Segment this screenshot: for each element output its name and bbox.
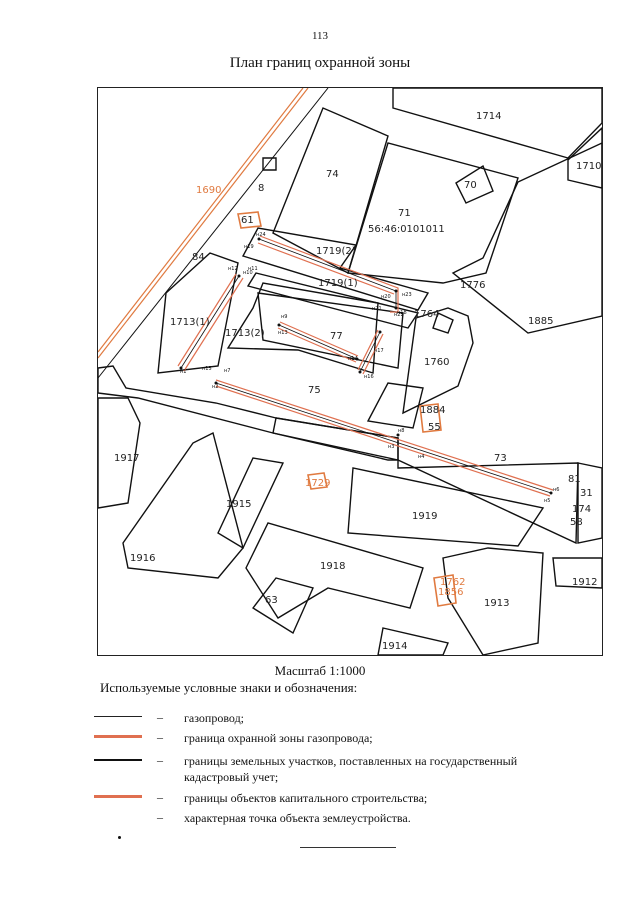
legend-dash: – — [157, 710, 163, 724]
label-1714: 1714 — [476, 111, 501, 122]
map-svg: 1714 1710 74 70 71 56:46:0101011 8 61 84… — [98, 88, 602, 655]
point-label: н20 — [381, 294, 391, 300]
point-label: н4 — [418, 454, 424, 460]
point-label: н10 — [243, 270, 253, 276]
label-1776: 1776 — [460, 280, 485, 291]
label-70: 70 — [464, 180, 477, 191]
label-1915: 1915 — [226, 499, 251, 510]
point-label: н18 — [397, 310, 407, 316]
map-scale: Масштаб 1:1000 — [274, 663, 366, 678]
label-73: 73 — [494, 453, 507, 464]
legend-text: газопровод; — [184, 711, 245, 725]
point-label: н11 — [248, 266, 258, 272]
parcel-boundaries — [98, 88, 602, 655]
point-label: н7 — [224, 368, 230, 374]
label-61: 61 — [241, 215, 254, 226]
bottom-rule — [300, 847, 396, 848]
label-1856: 1856 — [438, 587, 463, 598]
characteristic-point-symbol — [118, 836, 121, 839]
legend-text: границы земельных участков, поставленных… — [184, 754, 518, 784]
label-1918: 1918 — [320, 561, 345, 572]
point-label: н12 — [228, 266, 238, 272]
protection-zone-symbol — [94, 735, 142, 738]
point-label: н14 — [348, 356, 358, 362]
legend-dash: – — [157, 790, 163, 804]
point-label: н3 — [388, 444, 394, 450]
label-1719-1: 1719(1) — [318, 278, 358, 289]
point-label: н1 — [180, 369, 186, 375]
legend-text: характерная точка объекта землеустройств… — [184, 811, 411, 825]
label-31: 31 — [580, 488, 593, 499]
legend-text: границы объектов капитального строительс… — [184, 791, 428, 805]
label-58: 58 — [570, 517, 583, 528]
label-1719-2: 1719(2) — [316, 246, 356, 257]
label-1917: 1917 — [114, 453, 139, 464]
label-63: 63 — [265, 595, 278, 606]
label-1764: 1764 — [414, 309, 439, 320]
document-title: План границ охранной зоны — [229, 55, 411, 71]
legend-text: граница охранной зоны газопровода; — [184, 731, 373, 745]
label-1690: 1690 — [196, 185, 221, 196]
land-parcel-symbol — [94, 759, 142, 761]
label-55: 55 — [428, 422, 441, 433]
railway-edge — [98, 88, 329, 379]
label-1762: 1762 — [440, 577, 465, 588]
point-label: н8 — [398, 428, 404, 434]
building-symbol — [94, 795, 142, 798]
label-1710: 1710 — [576, 161, 601, 172]
gas-pipeline-symbol — [94, 716, 142, 717]
label-1913: 1913 — [484, 598, 509, 609]
label-1885: 1885 — [528, 316, 553, 327]
point-label: н23 — [402, 292, 412, 298]
characteristic-points — [179, 237, 553, 495]
building-labels: 1690 1729 1762 1856 — [196, 185, 465, 598]
label-1912: 1912 — [572, 577, 597, 588]
label-81: 81 — [568, 474, 581, 485]
label-1760: 1760 — [424, 357, 449, 368]
label-1729: 1729 — [305, 478, 330, 489]
label-77: 77 — [330, 331, 343, 342]
point-label: н19 — [244, 244, 254, 250]
legend-dash: – — [157, 810, 163, 824]
parcel-labels: 1714 1710 74 70 71 56:46:0101011 8 61 84… — [114, 111, 601, 652]
point-label: н21 — [372, 306, 382, 312]
point-label: н9 — [281, 314, 287, 320]
point-label: н17 — [374, 348, 384, 354]
point-label: н13 — [278, 330, 288, 336]
label-1713-2: 1713(2) — [225, 328, 265, 339]
label-84: 84 — [192, 252, 205, 263]
legend-dash: – — [157, 753, 163, 767]
label-71: 71 — [398, 208, 411, 219]
label-1919: 1919 — [412, 511, 437, 522]
label-1916: 1916 — [130, 553, 155, 564]
cadastral-map[interactable]: 1714 1710 74 70 71 56:46:0101011 8 61 84… — [97, 87, 603, 656]
label-1914: 1914 — [382, 641, 407, 652]
label-cadastral-block: 56:46:0101011 — [368, 224, 445, 235]
point-label: н15 — [202, 366, 212, 372]
label-1884: 1884 — [420, 405, 445, 416]
label-1713-1: 1713(1) — [170, 317, 210, 328]
orange-railway — [98, 88, 309, 359]
legend-dash: – — [157, 730, 163, 744]
page-number: 113 — [311, 30, 329, 42]
point-label: н24 — [256, 232, 266, 238]
protection-zone — [177, 235, 554, 497]
label-8: 8 — [258, 183, 264, 194]
point-label: н6 — [553, 487, 559, 493]
label-174: 174 — [572, 504, 591, 515]
legend-heading: Используемые условные знаки и обозначени… — [100, 680, 358, 695]
label-74: 74 — [326, 169, 339, 180]
point-label: н22 — [394, 312, 404, 318]
label-75: 75 — [308, 385, 321, 396]
point-label: н5 — [544, 498, 550, 504]
point-labels: н1 н2 н3 н4 н5 н6 н7 н8 н9 н10 н11 н12 н… — [180, 232, 559, 504]
building-outlines — [237, 211, 457, 607]
point-label: н16 — [364, 374, 374, 380]
point-label: н2 — [212, 384, 218, 390]
